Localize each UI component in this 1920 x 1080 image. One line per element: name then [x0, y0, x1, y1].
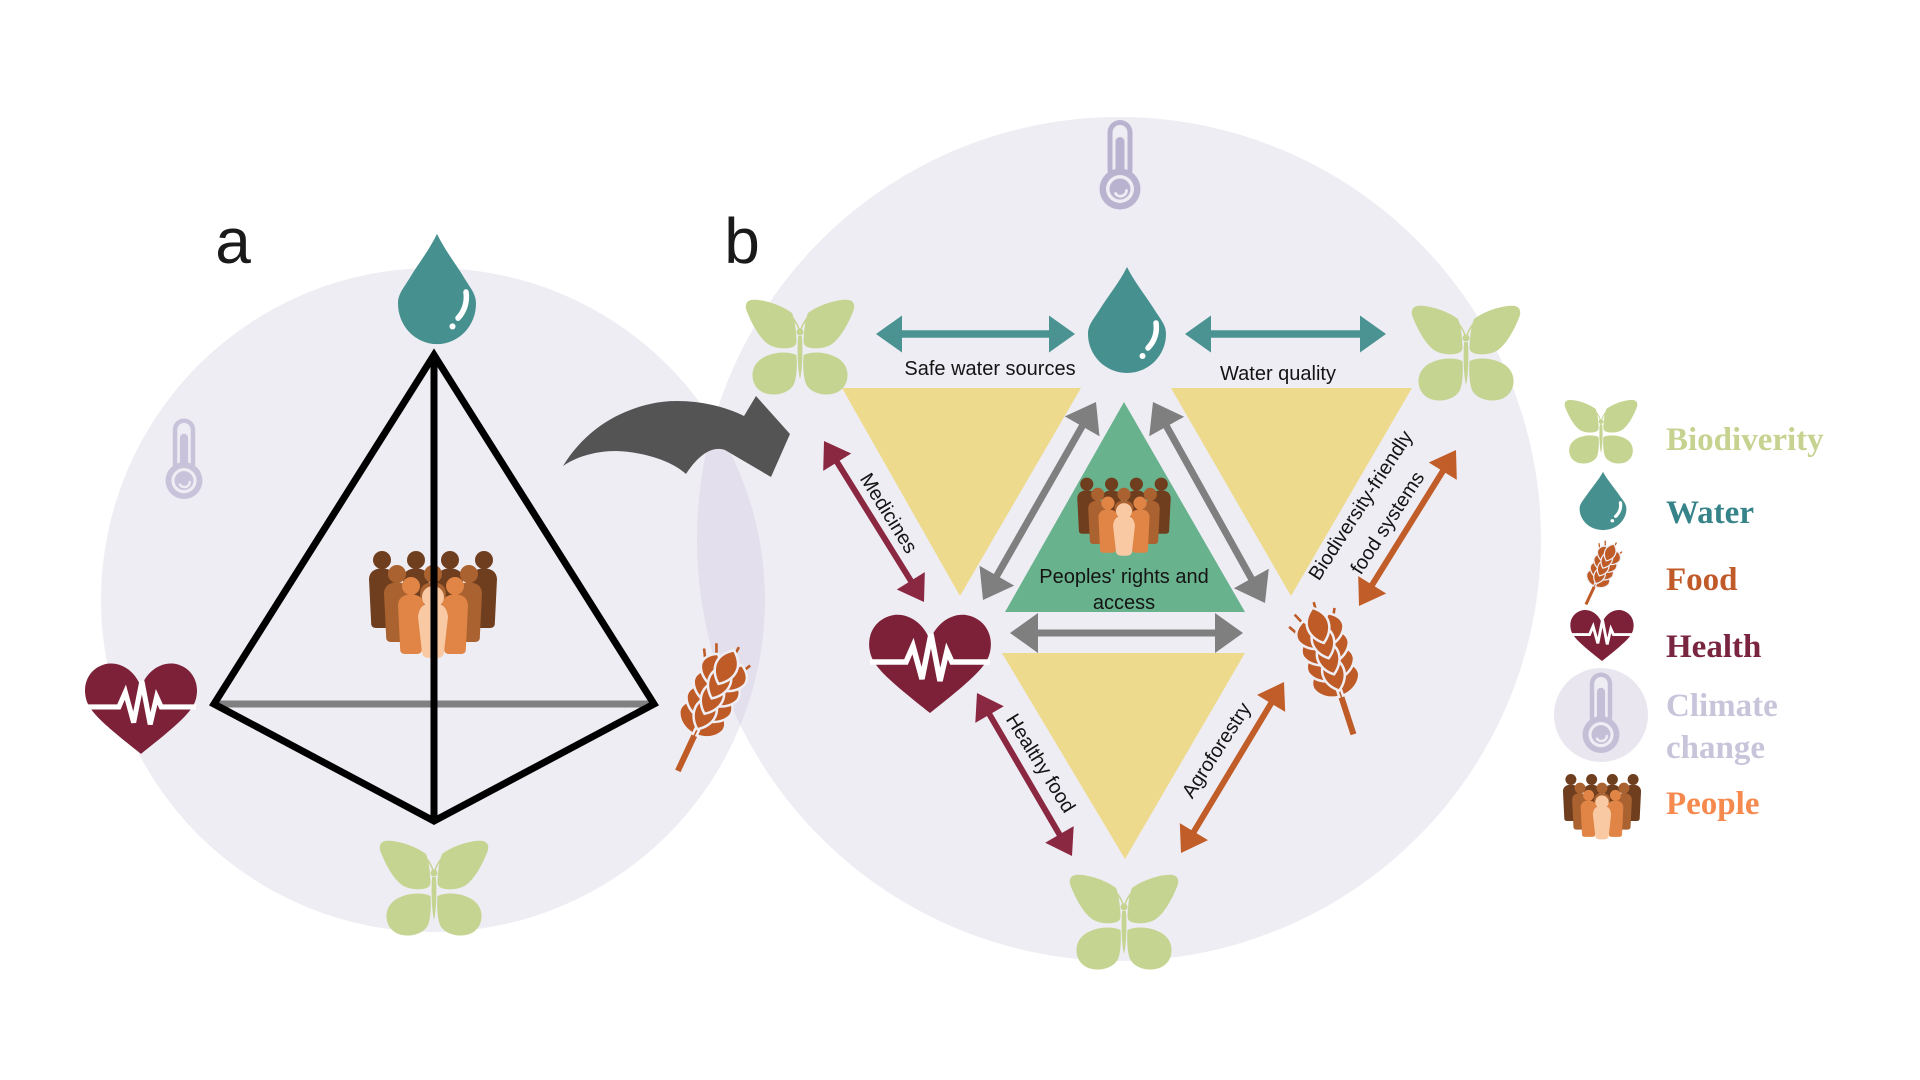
- svg-text:Water: Water: [1666, 495, 1754, 531]
- svg-text:Water quality: Water quality: [1220, 363, 1336, 385]
- svg-text:Health: Health: [1666, 629, 1761, 665]
- svg-text:Climate: Climate: [1666, 688, 1778, 724]
- svg-text:Biodiverity: Biodiverity: [1666, 422, 1824, 458]
- svg-text:People: People: [1666, 786, 1759, 822]
- svg-text:access: access: [1093, 592, 1155, 614]
- svg-text:b: b: [724, 205, 760, 277]
- svg-text:change: change: [1666, 730, 1765, 766]
- svg-text:Food: Food: [1666, 562, 1738, 598]
- svg-text:Peoples' rights and: Peoples' rights and: [1039, 566, 1208, 588]
- svg-text:Safe water sources: Safe water sources: [904, 358, 1075, 380]
- svg-text:a: a: [215, 205, 251, 277]
